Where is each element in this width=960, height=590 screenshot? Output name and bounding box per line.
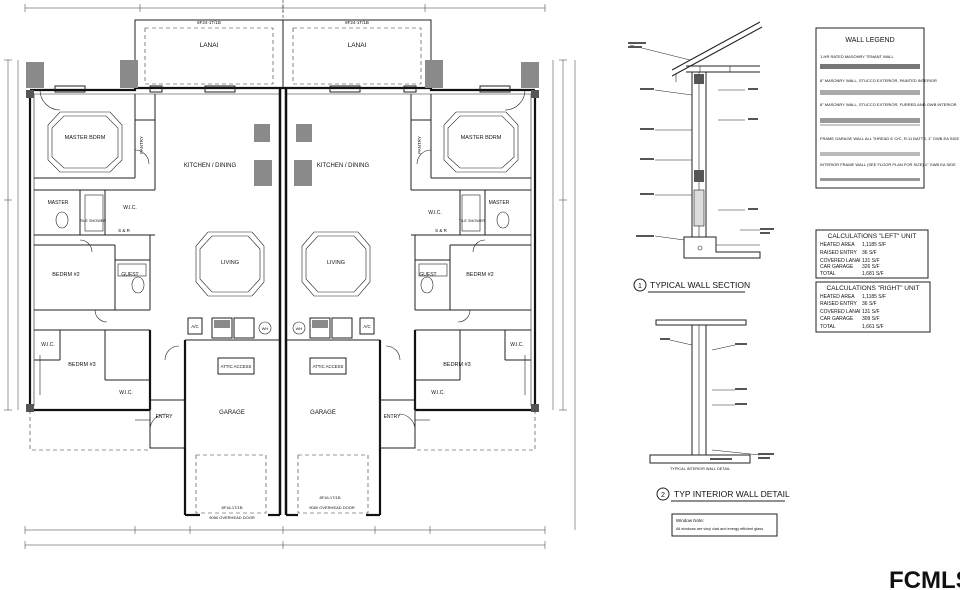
- guest-right-label: GUEST: [419, 272, 436, 278]
- legend-item-5: INTERIOR FRAME WALL (SEE FLOOR PLAN FOR …: [820, 162, 956, 167]
- garage-left-label: GARAGE: [219, 410, 245, 416]
- header-right-label: 8F24-1T/1B: [345, 20, 369, 25]
- calc-right-row-2-label: RAISED ENTRY: [820, 301, 858, 307]
- header-left-label: 8F24-1T/1B: [197, 20, 221, 25]
- master-bath-left-label: MASTER: [48, 200, 69, 206]
- calc-left-row-1-label: HEATED AREA: [820, 242, 855, 248]
- entry-right-label: ENTRY: [384, 414, 402, 420]
- sr-left-label: S & R: [118, 228, 131, 233]
- wic-left-label: W.I.C.: [123, 205, 137, 211]
- calculations-left-unit: CALCULATIONS "LEFT" UNIT HEATED AREA 1,1…: [815, 229, 929, 279]
- calc-right-row-3-label: COVERED LANAI: [820, 309, 861, 315]
- calc-right-row-5-value: 1,661 S/F: [862, 324, 884, 330]
- legend-item-3: 8" MASONRY WALL, STUCCO EXTERIOR, FURRED…: [820, 102, 957, 107]
- master-left-label: MASTER BDRM: [65, 135, 106, 141]
- attic-right-label: ATTIC ACCESS: [313, 364, 344, 369]
- wall-legend: WALL LEGEND 1-HR RATED MASONRY TENANT WA…: [815, 27, 959, 189]
- bedrm2-right-label: BEDRM #2: [466, 272, 494, 278]
- calc-right-row-1-value: 1,1185 S/F: [862, 294, 886, 300]
- legend-item-1: 1-HR RATED MASONRY TENANT WALL: [820, 54, 894, 59]
- calc-left-row-2-label: RAISED ENTRY: [820, 250, 858, 256]
- overhead-left-label: 9080 OVERHEAD DOOR: [209, 515, 255, 520]
- floor-plan: LANAI LANAI 8F24-1T/1B 8F24-1T/1B KITCHE…: [4, 0, 576, 549]
- attic-left-label: ATTIC ACCESS: [221, 364, 252, 369]
- wic2-left-label: W.I.C.: [41, 342, 55, 348]
- calc-right-row-2-value: 36 S/F: [862, 301, 877, 307]
- guest-left-label: GUEST: [121, 272, 138, 278]
- tile-shower-right-label: TILE SHOWER: [459, 219, 485, 223]
- wic-right-label: W.I.C.: [428, 210, 442, 216]
- typical-wall-section-detail: 1 TYPICAL WALL SECTION: [628, 21, 774, 293]
- section2-number: 2: [661, 492, 665, 499]
- interior-wall-caption: TYPICAL INTERIOR WALL DETAIL: [670, 467, 730, 471]
- window-note-title: Window Note:: [676, 518, 704, 523]
- calc-left-row-5-value: 1,681 S/F: [862, 271, 884, 277]
- entry-left-label: ENTRY: [156, 414, 174, 420]
- master-right-label: MASTER BDRM: [461, 135, 502, 141]
- fcmls-watermark: FCMLS: [889, 567, 960, 590]
- calc-left-row-4-label: CAR GARAGE: [820, 264, 854, 270]
- wh-left-label: WH: [262, 326, 269, 331]
- wic3-left-label: W.I.C.: [119, 390, 133, 396]
- section1-title: TYPICAL WALL SECTION: [650, 280, 750, 290]
- beam-left-label: 8F16-1T/1B: [221, 505, 242, 510]
- calc-left-row-5-label: TOTAL: [820, 271, 836, 277]
- calculations-right-unit: CALCULATIONS "RIGHT" UNIT HEATED AREA 1,…: [815, 281, 931, 333]
- living-left-label: LIVING: [221, 260, 239, 266]
- bedrm3-right-label: BEDRM #3: [443, 362, 471, 368]
- lanai-left-label: LANAI: [200, 42, 219, 49]
- ac-right-label: A/C: [363, 324, 371, 329]
- calc-left-row-2-value: 36 S/F: [862, 250, 877, 256]
- legend-item-4: FRAME GARAGE WALL ALL THREAD 6' O/C, R-1…: [820, 136, 959, 141]
- calc-right-title: CALCULATIONS "RIGHT" UNIT: [827, 285, 920, 292]
- pantry-left-label: PANTRY: [139, 136, 144, 154]
- calc-right-row-4-value: 309 S/F: [862, 316, 880, 322]
- master-bath-right-label: MASTER: [489, 200, 510, 206]
- section2-title: TYP INTERIOR WALL DETAIL: [674, 489, 790, 499]
- window-note-body: All windows are vinyl clad and energy ef…: [676, 527, 763, 531]
- pantry-right-label: PANTRY: [417, 136, 422, 154]
- section1-number: 1: [638, 283, 642, 290]
- bedrm3-left-label: BEDRM #3: [68, 362, 96, 368]
- living-right-label: LIVING: [327, 260, 345, 266]
- kitchen-right-label: KITCHEN / DINING: [317, 163, 370, 169]
- sr-right-label: S & R: [435, 228, 448, 233]
- calc-left-row-3-label: COVERED LANAI: [820, 258, 861, 264]
- wh-right-label: WH: [296, 326, 303, 331]
- bedrm2-left-label: BEDRM #2: [52, 272, 80, 278]
- calc-left-row-4-value: 326 S/F: [862, 264, 880, 270]
- ac-left-label: A/C: [191, 324, 199, 329]
- kitchen-left-label: KITCHEN / DINING: [184, 163, 237, 169]
- legend-item-2: 8" MASONRY WALL, STUCCO EXTERIOR, PAINTE…: [820, 78, 937, 83]
- calc-left-row-3-value: 131 S/F: [862, 258, 880, 264]
- calc-right-row-1-label: HEATED AREA: [820, 294, 855, 300]
- garage-right-label: GARAGE: [310, 410, 336, 416]
- calc-right-row-5-label: TOTAL: [820, 324, 836, 330]
- interior-wall-detail: TYPICAL INTERIOR WALL DETAIL 2 TYP INTER…: [649, 319, 790, 537]
- wic3-right-label: W.I.C.: [431, 390, 445, 396]
- beam-right-label: 8F16-1T/1B: [319, 495, 340, 500]
- overhead-right-label: 9080 OVERHEAD DOOR: [309, 505, 355, 510]
- lanai-right-label: LANAI: [348, 42, 367, 49]
- calc-left-title: CALCULATIONS "LEFT" UNIT: [828, 233, 917, 240]
- calc-left-row-1-value: 1,1185 S/F: [862, 242, 886, 248]
- calc-right-row-4-label: CAR GARAGE: [820, 316, 854, 322]
- calc-right-row-3-value: 131 S/F: [862, 309, 880, 315]
- wic2-right-label: W.I.C.: [510, 342, 524, 348]
- tile-shower-left-label: TILE SHOWER: [80, 219, 106, 223]
- legend-title: WALL LEGEND: [845, 37, 894, 44]
